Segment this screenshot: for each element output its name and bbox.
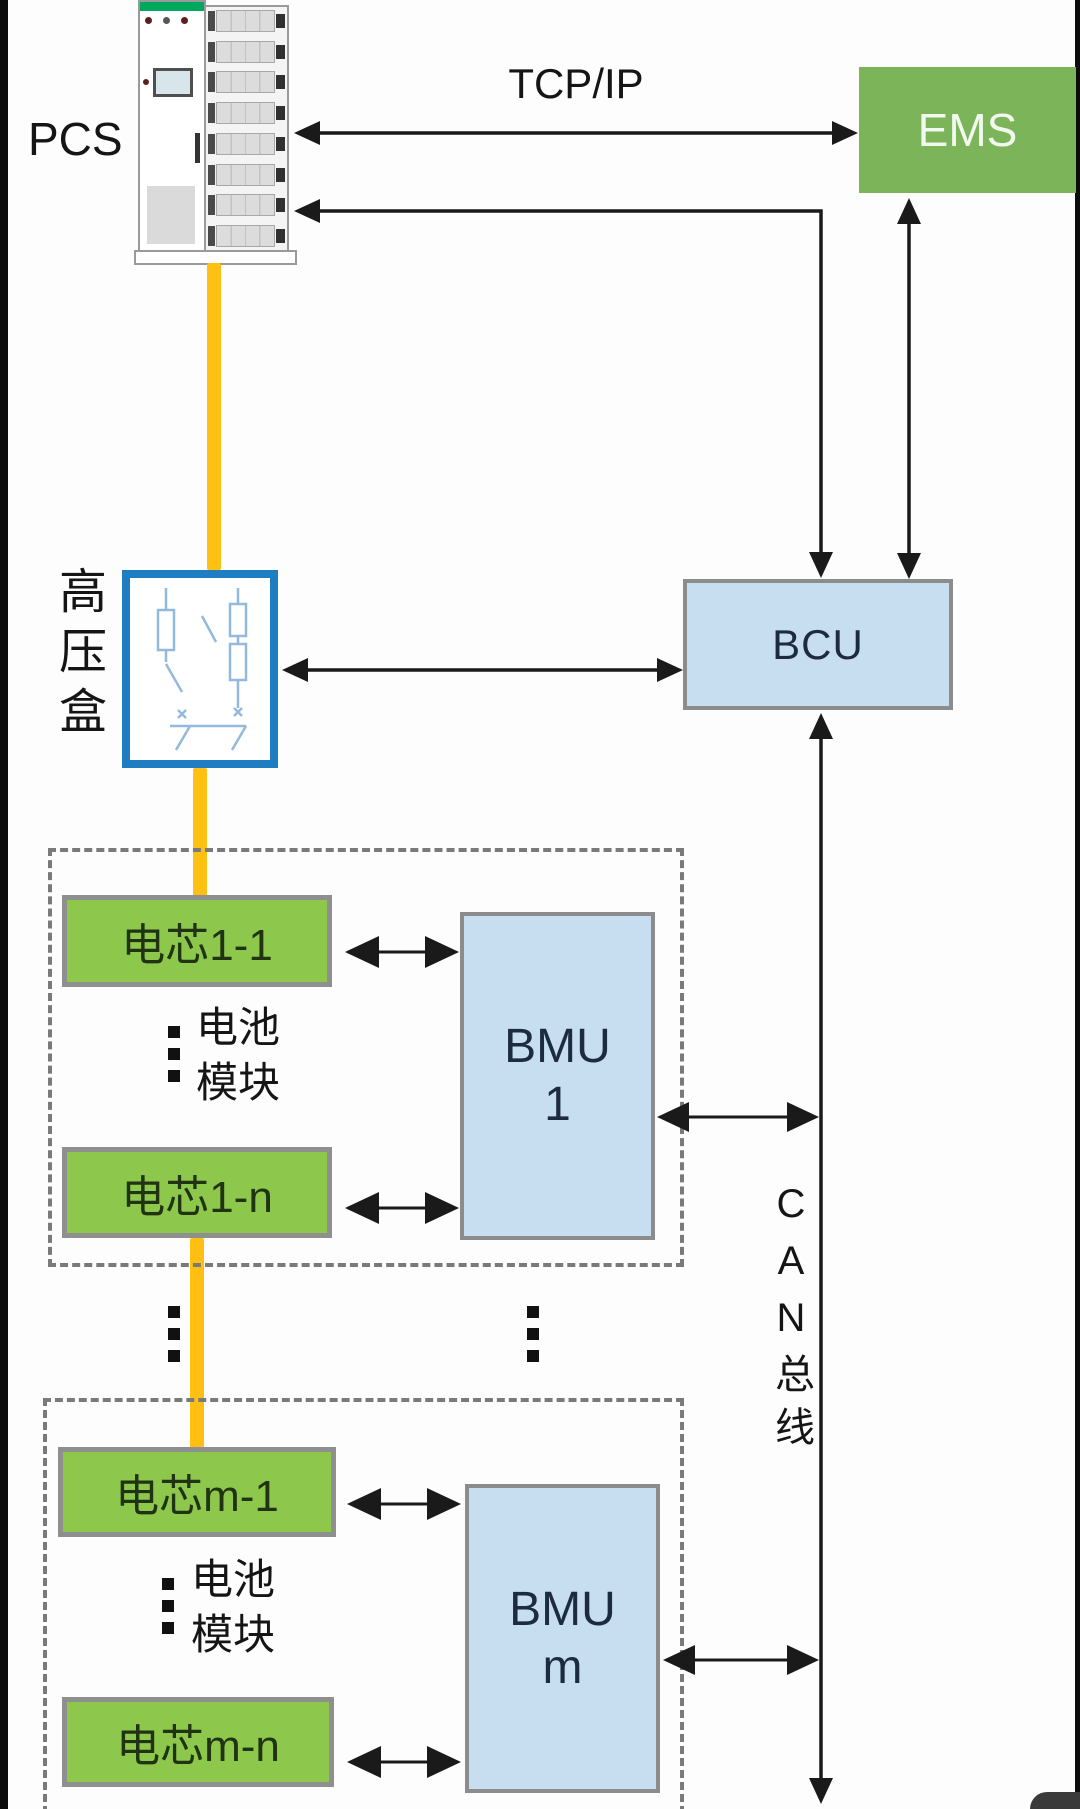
dc-power-line-module1-to-module2 (190, 1238, 204, 1449)
cabinet-indicator-light (143, 79, 149, 85)
bcu-box: BCU (683, 579, 953, 710)
vertical-ellipsis-icon (162, 1578, 174, 1634)
ems-box: EMS (859, 67, 1076, 193)
bmu-m-box: BMU m (465, 1484, 660, 1793)
battery-module-label-m: 电池 模块 (190, 1556, 275, 1658)
cell-box-1-n: 电芯1-n (62, 1147, 332, 1238)
bmu-label-line2: 1 (544, 1078, 571, 1131)
battery-tray (208, 132, 285, 155)
bcu-label: BCU (772, 620, 864, 668)
battery-tray (208, 71, 285, 94)
cell-label: 电芯m-1 (115, 1472, 279, 1521)
cabinet-vent-panel (147, 186, 195, 244)
battery-tray (208, 224, 285, 247)
cell-label: 电芯1-1 (121, 921, 273, 970)
cell-label: 电芯m-n (116, 1722, 280, 1771)
pcs-to-bcu-arrow (294, 199, 833, 578)
battery-module-label-1: 电池 模块 (195, 1004, 280, 1106)
hv-box-label: 高压盒 (51, 566, 104, 746)
cell-box-1-1: 电芯1-1 (62, 895, 332, 987)
pcs-cabinet-left-section (138, 0, 206, 256)
dc-power-line-hvbox-to-cell (193, 768, 207, 897)
pcs-cabinet-illustration (134, 0, 297, 265)
cabinet-green-top-bar (140, 2, 204, 11)
battery-tray (208, 10, 285, 32)
bmu-label-line1: BMU (509, 1582, 616, 1636)
ems-bcu-arrow (897, 198, 921, 579)
cabinet-door-handle (195, 133, 200, 163)
hv-box (122, 570, 278, 768)
cell-box-m-n: 电芯m-n (62, 1697, 334, 1787)
battery-pack-m-group (43, 1398, 684, 1809)
battery-tray (208, 40, 285, 63)
bmum-can-arrow (663, 1645, 819, 1675)
can-bus-label: CAN总线 (769, 1182, 813, 1459)
pcs-battery-rack (204, 5, 289, 252)
bmu-label-line1: BMU (504, 1020, 611, 1073)
pcs-label: PCS (28, 113, 123, 165)
tcpip-link-label: TCP/IP (508, 60, 644, 107)
right-frame-border (1075, 0, 1080, 1809)
bmu-1-box: BMU 1 (460, 912, 655, 1240)
vertical-ellipsis-icon (168, 1306, 180, 1362)
battery-tray (208, 102, 285, 125)
battery-tray (208, 163, 285, 186)
battery-pack-1-group (48, 848, 684, 1267)
vertical-ellipsis-icon (168, 1026, 180, 1082)
cell-label: 电芯1-n (121, 1172, 273, 1222)
battery-tray (208, 194, 285, 217)
hv-circuit-drawing (156, 588, 248, 751)
cabinet-display-screen (153, 68, 193, 97)
dc-power-line-pcs-to-hvbox (207, 263, 221, 570)
tcpip-arrow (294, 121, 858, 145)
corner-overlay-shape (1030, 1792, 1080, 1809)
cabinet-indicator-lights (145, 17, 188, 24)
hvbox-bcu-arrow (282, 658, 683, 682)
vertical-ellipsis-icon (527, 1306, 539, 1362)
bmu-label-line2: m (542, 1640, 583, 1694)
left-frame-border (0, 0, 8, 1809)
ems-label: EMS (917, 104, 1018, 156)
cell-box-m-1: 电芯m-1 (58, 1447, 336, 1537)
